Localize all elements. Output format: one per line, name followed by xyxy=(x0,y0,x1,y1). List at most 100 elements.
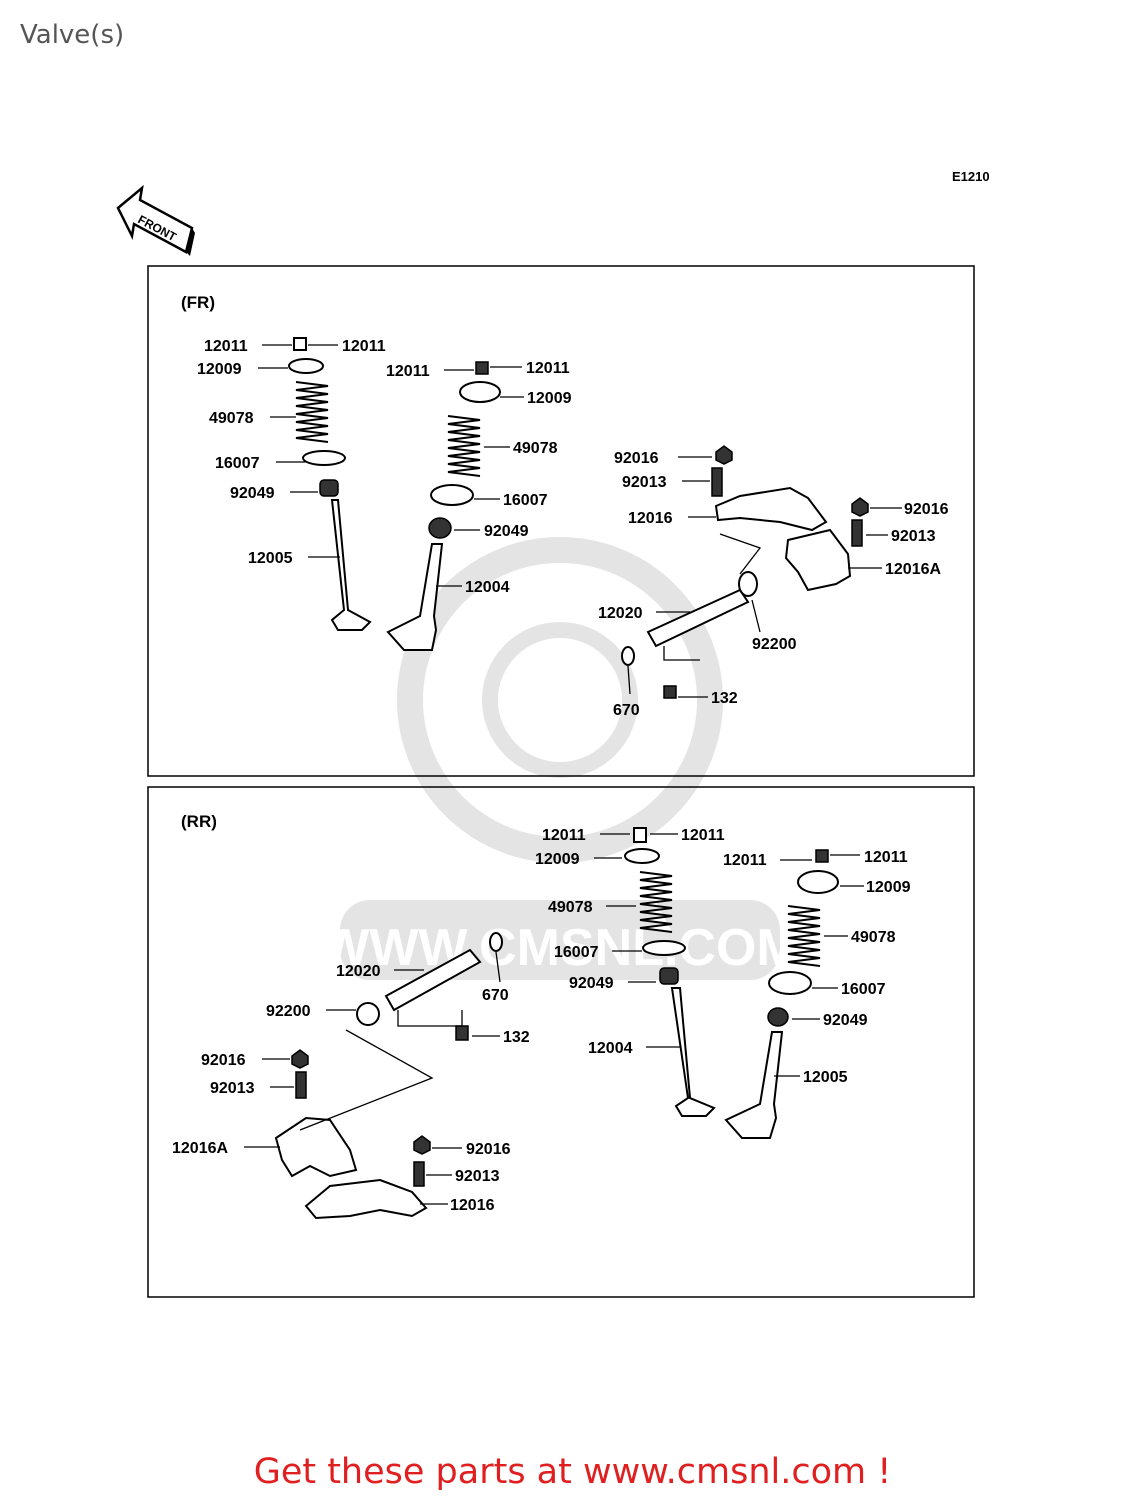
fr-label-seal-r: 92049 xyxy=(484,523,529,540)
rr-section-label: (RR) xyxy=(181,812,217,831)
rr-label-spring-l: 49078 xyxy=(548,899,593,916)
fr-label-valve-r: 12004 xyxy=(465,579,510,596)
rr-label-retainer-l: 12009 xyxy=(535,851,580,868)
rr-label-retainer-r: 12009 xyxy=(866,879,911,896)
fr-spring-right xyxy=(447,415,481,477)
rr-label-spring-r: 49078 xyxy=(851,929,896,946)
rr-seal-left xyxy=(659,967,679,985)
rr-label-arm-a: 12016A xyxy=(172,1140,228,1157)
rr-label-valve-r: 12005 xyxy=(803,1069,848,1086)
fr-retainer-right xyxy=(459,381,501,403)
fr-label-valve-l: 12005 xyxy=(248,550,293,567)
rr-seat-right xyxy=(768,971,812,995)
rr-label-seat-l: 16007 xyxy=(554,944,599,961)
fr-panel xyxy=(147,265,975,777)
rr-retainer-right xyxy=(797,870,839,894)
rr-oring xyxy=(489,932,503,952)
fr-washer xyxy=(738,571,758,597)
fr-spring-left xyxy=(295,381,329,443)
fr-label-shaft: 12020 xyxy=(598,605,643,622)
fr-bolt xyxy=(663,685,677,699)
rr-label-seal-r: 92049 xyxy=(823,1012,868,1029)
fr-label-cotter-l1: 12011 xyxy=(204,338,248,355)
rr-label-screw-b: 92013 xyxy=(455,1168,500,1185)
rr-nut-a xyxy=(291,1049,309,1069)
fr-nut-a xyxy=(715,445,733,465)
rr-nut-b xyxy=(413,1135,431,1155)
diagram-code: E1210 xyxy=(952,169,990,184)
fr-label-arm-b: 12016A xyxy=(885,561,941,578)
fr-rocker-arm-a xyxy=(714,486,828,532)
fr-label-cotter-l2: 12011 xyxy=(342,338,386,355)
fr-retainer-left xyxy=(288,358,324,374)
fr-label-spring-r: 49078 xyxy=(513,440,558,457)
fr-rocker-shaft xyxy=(646,588,750,648)
fr-seat-right xyxy=(430,484,474,506)
fr-rocker-assembly xyxy=(621,445,869,699)
fr-nut-b xyxy=(851,497,869,517)
rr-right-valve-assembly xyxy=(724,849,839,1139)
rr-rocker-shaft xyxy=(384,948,482,1012)
fr-seat-left xyxy=(302,450,346,466)
rr-rocker-assembly xyxy=(274,932,503,1220)
fr-label-nut-b: 92016 xyxy=(904,501,949,518)
rr-rocker-arm-b xyxy=(304,1178,428,1220)
rr-label-valve-l: 12004 xyxy=(588,1040,633,1057)
rr-label-seat-r: 16007 xyxy=(841,981,886,998)
fr-label-seal-l: 92049 xyxy=(230,485,275,502)
fr-screw-b xyxy=(851,519,863,547)
rr-label-screw-a: 92013 xyxy=(210,1080,255,1097)
rr-washer xyxy=(356,1002,380,1026)
page-title: Valve(s) xyxy=(20,20,125,50)
rr-retainer-left xyxy=(624,848,660,864)
fr-left-valve-assembly xyxy=(288,337,372,631)
fr-section-label: (FR) xyxy=(181,293,215,312)
rr-label-washer: 92200 xyxy=(266,1003,311,1020)
rr-valve-left xyxy=(670,987,716,1117)
fr-label-spring-l: 49078 xyxy=(209,410,254,427)
fr-oring xyxy=(621,646,635,666)
rr-label-cotter-r2: 12011 xyxy=(864,849,908,866)
rr-bolt xyxy=(455,1025,469,1041)
fr-screw-a xyxy=(711,467,723,497)
rr-cotter-left xyxy=(633,827,647,843)
fr-label-cotter-r2: 12011 xyxy=(526,360,570,377)
rr-label-nut-b: 92016 xyxy=(466,1141,511,1158)
rr-screw-a xyxy=(295,1071,307,1099)
fr-valve-left xyxy=(330,499,372,631)
rr-label-cotter-r1: 12011 xyxy=(723,852,767,869)
fr-cotter-left xyxy=(293,337,307,351)
fr-label-retainer-r: 12009 xyxy=(527,390,572,407)
rr-label-cotter-l2: 12011 xyxy=(681,827,725,844)
rr-seat-left xyxy=(642,940,686,956)
fr-label-cotter-r1: 12011 xyxy=(386,363,430,380)
fr-right-valve-assembly xyxy=(386,361,501,651)
rr-label-arm-b: 12016 xyxy=(450,1197,495,1214)
rr-screw-b xyxy=(413,1161,425,1187)
rr-label-nut-a: 92016 xyxy=(201,1052,246,1069)
rr-left-valve-assembly xyxy=(624,827,716,1117)
rr-label-oring: 670 xyxy=(482,987,509,1004)
fr-label-seat-l: 16007 xyxy=(215,455,260,472)
rr-label-shaft: 12020 xyxy=(336,963,381,980)
fr-seal-left xyxy=(319,479,339,497)
rr-cotter-right xyxy=(815,849,829,863)
rr-label-bolt: 132 xyxy=(503,1029,530,1046)
promo-link[interactable]: Get these parts at www.cmsnl.com ! xyxy=(253,1452,892,1492)
fr-cotter-right xyxy=(475,361,489,375)
fr-seal-right xyxy=(428,517,452,539)
fr-label-screw-b: 92013 xyxy=(891,528,936,545)
rr-seal-right xyxy=(767,1007,789,1027)
fr-label-seat-r: 16007 xyxy=(503,492,548,509)
fr-label-nut-a: 92016 xyxy=(614,450,659,467)
fr-label-retainer-l: 12009 xyxy=(197,361,242,378)
fr-rocker-arm-b xyxy=(784,528,852,592)
rr-label-cotter-l1: 12011 xyxy=(542,827,586,844)
front-arrow-icon: FRONT xyxy=(116,184,195,256)
rr-rocker-arm-a xyxy=(274,1116,358,1178)
fr-valve-right xyxy=(386,543,444,651)
rr-panel xyxy=(147,786,975,1298)
fr-label-oring: 670 xyxy=(613,702,640,719)
watermark-text: WWW.CMSNL.COM xyxy=(320,919,799,977)
